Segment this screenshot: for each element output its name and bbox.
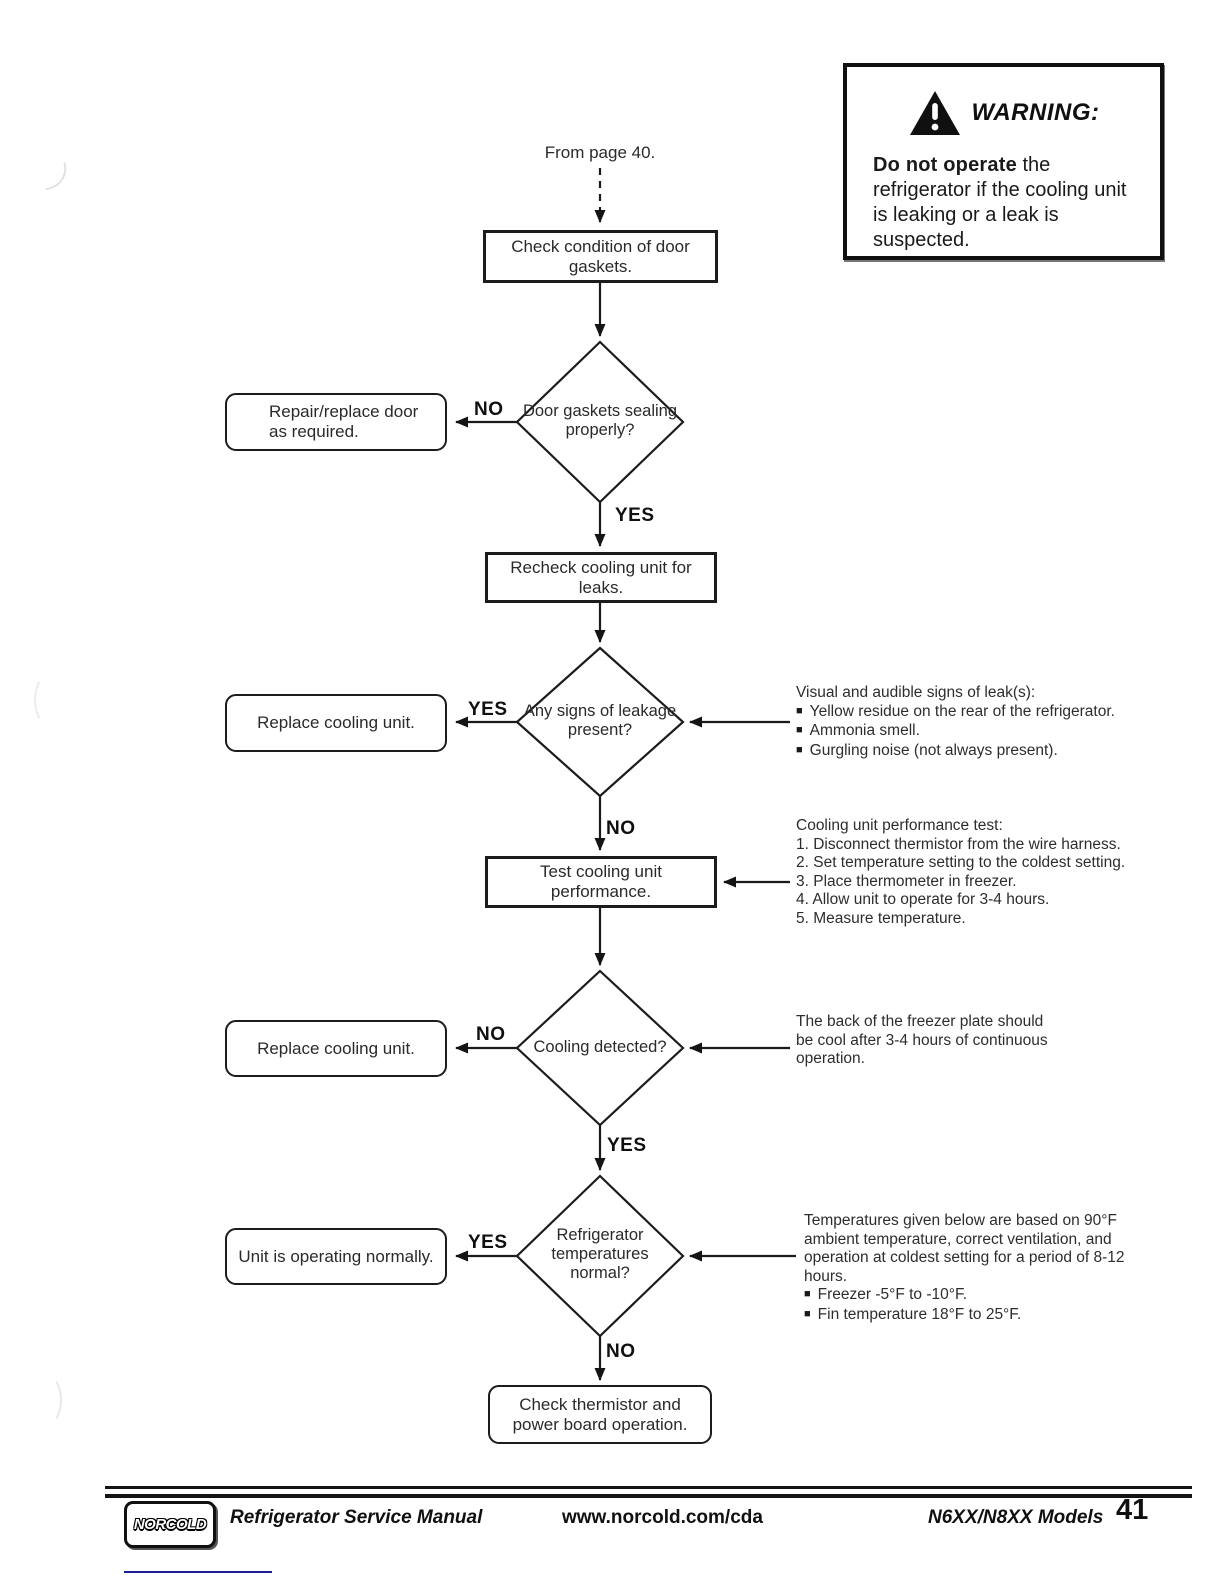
- warning-box: WARNING: Do not operate the refrigerator…: [843, 63, 1164, 260]
- bullet-square-icon: ■: [796, 704, 803, 717]
- flow-action-replace-cooling-2: Replace cooling unit.: [225, 1020, 447, 1077]
- bullet-square-icon: ■: [804, 1288, 811, 1300]
- list-item-text: Fin temperature 18°F to 25°F.: [817, 1305, 1022, 1323]
- flow-decision-temps-normal: Refrigerator temperatures normal?: [551, 1226, 649, 1282]
- flow-process-test-performance: Test cooling unit performance.: [485, 856, 717, 908]
- list-item-text: Freezer -5°F to -10°F.: [817, 1286, 968, 1303]
- bullet-square-icon: ■: [804, 1307, 811, 1320]
- list-item: ■ Gurgling noise (not always present).: [796, 742, 1141, 762]
- scan-artifact: [0, 124, 77, 202]
- norcold-logo-text: NORCOLD: [133, 1516, 207, 1533]
- annotation-performance-test: Cooling unit performance test: 1. Discon…: [796, 817, 1151, 928]
- annotation-freezer-plate: The back of the freezer plate should be …: [796, 1013, 1048, 1067]
- warning-body-rest: the refrigerator if the cooling unit is …: [873, 154, 1127, 251]
- footer-url: www.norcold.com/cda: [562, 1507, 763, 1528]
- flow-process-check-thermistor: Check thermistor and power board operati…: [488, 1385, 712, 1444]
- label-no-2: NO: [606, 818, 636, 839]
- flow-decision-leakage: Any signs of leakage present?: [523, 702, 677, 739]
- annotation-intro: Temperatures given below are based on 90…: [804, 1212, 1125, 1285]
- footer-blue-line: [124, 1571, 272, 1573]
- flow-decision-cooling-detected: Cooling detected?: [533, 1038, 667, 1056]
- label-no-3: NO: [476, 1024, 506, 1045]
- list-item: 5. Measure temperature.: [796, 909, 966, 927]
- flow-process-recheck-leaks: Recheck cooling unit for leaks.: [485, 552, 717, 603]
- list-item: ■ Fin temperature 18°F to 25°F.: [804, 1306, 1156, 1326]
- label-yes-4: YES: [468, 1232, 508, 1253]
- from-page-label: From page 40.: [544, 143, 656, 162]
- label-yes-2: YES: [468, 699, 508, 720]
- annotation-temperatures: Temperatures given below are based on 90…: [804, 1212, 1156, 1325]
- warning-header: WARNING:: [847, 89, 1160, 137]
- footer-rule-top: [105, 1486, 1192, 1489]
- flow-process-check-door-gaskets: Check condition of door gaskets.: [483, 230, 718, 283]
- list-item: 3. Place thermometer in freezer.: [796, 872, 1017, 890]
- footer-models: N6XX/N8XX Models: [928, 1507, 1104, 1528]
- warning-triangle-icon: [909, 91, 960, 135]
- warning-title: WARNING:: [971, 99, 1100, 126]
- list-item-text: Gurgling noise (not always present).: [809, 741, 1058, 759]
- footer-rule-bottom: [105, 1494, 1192, 1498]
- flow-action-replace-cooling-1: Replace cooling unit.: [225, 694, 447, 752]
- bullet-square-icon: ■: [796, 743, 803, 756]
- annotation-title: Visual and audible signs of leak(s):: [796, 684, 1036, 701]
- list-item-text: Ammonia smell.: [809, 722, 920, 739]
- annotation-title: Cooling unit performance test:: [796, 817, 1003, 834]
- label-yes-1: YES: [615, 505, 655, 526]
- label-no-1: NO: [474, 399, 504, 420]
- flow-action-repair-door: Repair/replace door as required.: [225, 393, 447, 451]
- list-item: ■ Yellow residue on the rear of the refri…: [796, 703, 1141, 723]
- scan-artifact: [34, 676, 60, 724]
- bullet-square-icon: ■: [796, 724, 803, 736]
- warning-body-lead: Do not operate: [873, 154, 1017, 176]
- list-item: 1. Disconnect thermistor from the wire h…: [796, 835, 1121, 853]
- list-item: 4. Allow unit to operate for 3-4 hours.: [796, 891, 1050, 908]
- list-item: ■ Freezer -5°F to -10°F.: [804, 1286, 1156, 1306]
- list-item: ■ Ammonia smell.: [796, 722, 1141, 742]
- list-item: 2. Set temperature setting to the coldes…: [796, 854, 1126, 871]
- flow-decision-door-gaskets: Door gaskets sealing properly?: [522, 402, 678, 439]
- warning-body: Do not operate the refrigerator if the c…: [873, 153, 1140, 253]
- scan-artifact: [36, 1376, 62, 1424]
- annotation-leak-signs: Visual and audible signs of leak(s): ■ Ye…: [796, 684, 1141, 761]
- norcold-logo: NORCOLD: [124, 1501, 216, 1548]
- label-no-4: NO: [606, 1341, 636, 1362]
- footer-manual-title: Refrigerator Service Manual: [230, 1507, 483, 1528]
- flow-action-operating-normally: Unit is operating normally.: [225, 1228, 447, 1285]
- page-number: 41: [1116, 1494, 1149, 1526]
- list-item-text: Yellow residue on the rear of the refrig…: [809, 702, 1115, 720]
- label-yes-3: YES: [607, 1135, 647, 1156]
